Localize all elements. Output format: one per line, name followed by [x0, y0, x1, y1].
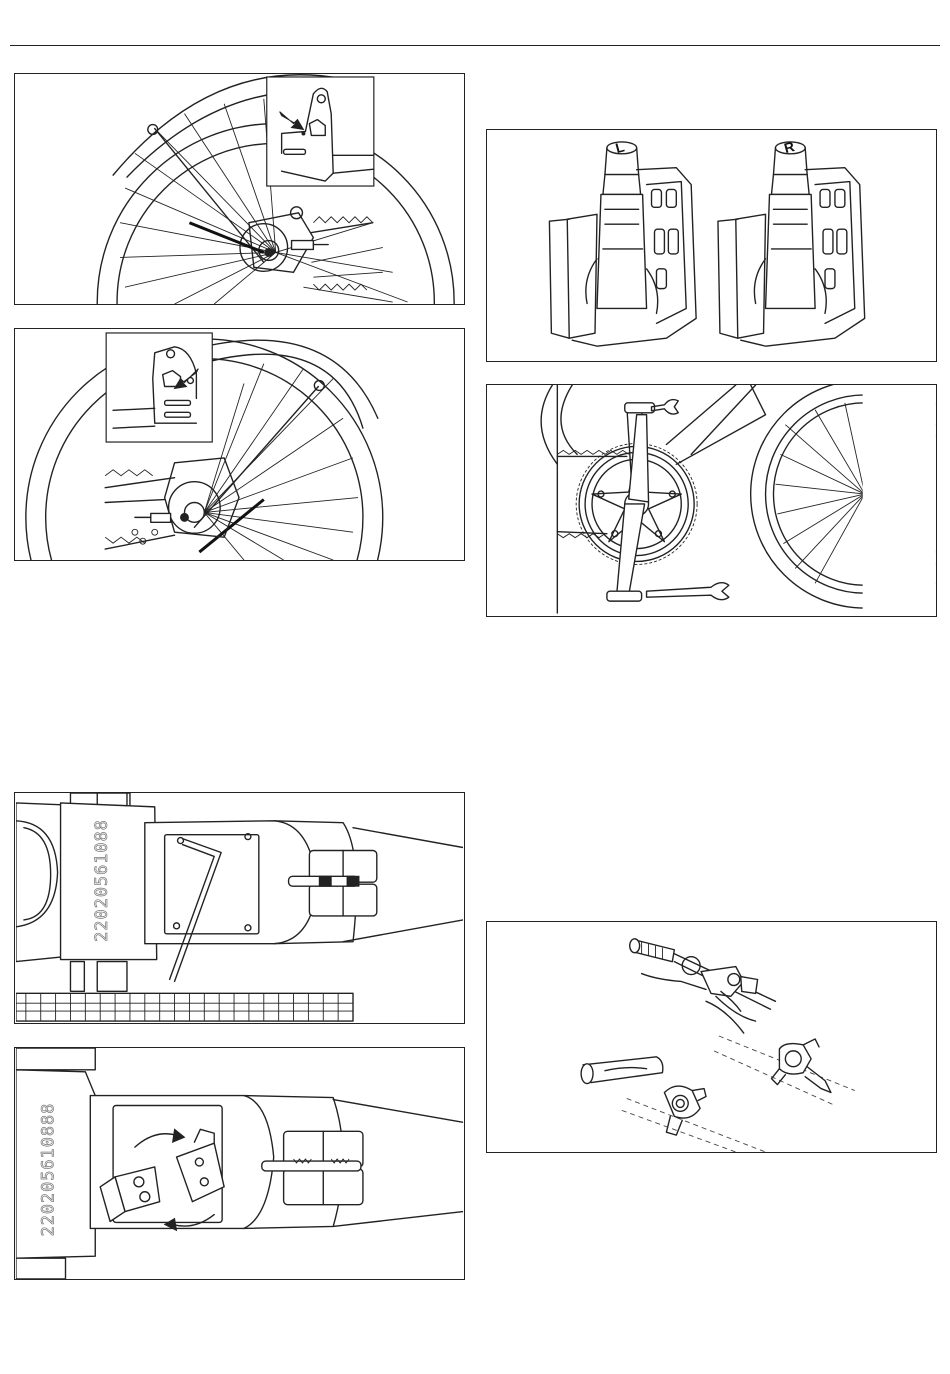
header-rule — [10, 45, 940, 46]
figure-rear-brake-mount-1 — [14, 73, 465, 305]
figure-handlebar-grip — [486, 921, 937, 1153]
figure-battery-lock-2: 220205610888 — [14, 1047, 465, 1280]
figure-battery-lock-1: 22020561088 — [14, 792, 465, 1024]
inset-detail-1 — [267, 77, 374, 186]
pedal-left: L — [549, 138, 696, 346]
illustration-crank — [487, 385, 936, 616]
illustration-pedals: L R — [487, 130, 936, 361]
figure-pedals: L R — [486, 129, 937, 362]
pedal-right: R — [718, 138, 865, 346]
illustration-battery-1: 22020561088 — [15, 793, 464, 1023]
figure-rear-brake-mount-2 — [14, 328, 465, 561]
serial-number-1: 22020561088 — [91, 819, 111, 941]
illustration-rear-wheel-1 — [15, 74, 464, 304]
serial-number-2: 220205610888 — [38, 1103, 58, 1237]
chain — [16, 993, 353, 1021]
illustration-battery-2: 220205610888 — [15, 1048, 464, 1279]
illustration-rear-wheel-2 — [15, 329, 464, 560]
figure-crank-install — [486, 384, 937, 617]
illustration-handlebar — [487, 922, 936, 1152]
